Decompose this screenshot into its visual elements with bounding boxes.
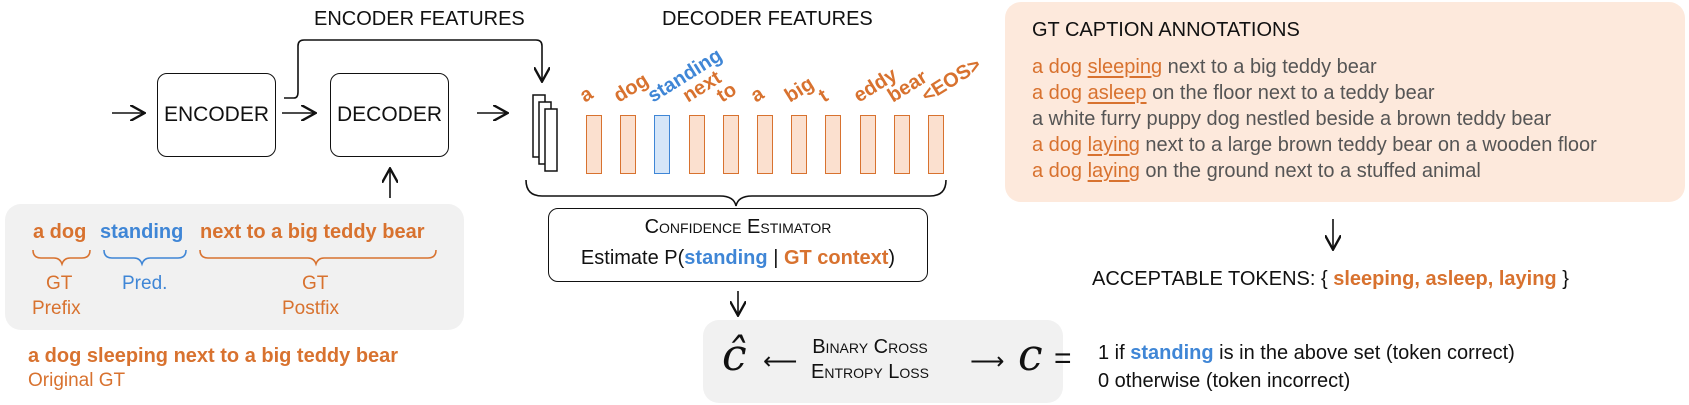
acceptable-close: } bbox=[1562, 268, 1569, 290]
original-gt-text: a dog sleeping next to a big teddy bear bbox=[28, 345, 399, 367]
loss-line-1: Binary Cross bbox=[812, 336, 928, 358]
decoder-token-label: a bbox=[575, 82, 597, 108]
caption-prefix: a dog bbox=[1032, 82, 1088, 104]
arrow-right: ⟶ bbox=[970, 348, 1005, 375]
decoder-feature-bar bbox=[654, 115, 671, 174]
confidence-estimator-box bbox=[548, 208, 928, 282]
gt-captions-title: GT CAPTION ANNOTATIONS bbox=[1032, 19, 1300, 41]
decoder-feature-bar bbox=[620, 115, 637, 174]
gt-caption-line: a dog laying next to a large brown teddy… bbox=[1032, 134, 1597, 157]
loss-rule-1: 1 if standing is in the above set (token… bbox=[1098, 342, 1515, 365]
decoder-feature-bar bbox=[928, 115, 944, 174]
gt-postfix-text: next to a big teddy bear bbox=[200, 221, 425, 243]
estimate-prefix: Estimate P( bbox=[580, 247, 685, 269]
estimate-context: GT context bbox=[783, 247, 889, 269]
original-gt-label: Original GT bbox=[28, 370, 126, 391]
loss-panel bbox=[703, 320, 1063, 403]
caption-highlight-word: laying bbox=[1087, 134, 1140, 156]
caption-prefix: a dog bbox=[1032, 134, 1088, 156]
estimate-suffix: ) bbox=[888, 247, 896, 269]
arrow-left: ⟵ bbox=[763, 348, 798, 375]
caption-rest: on the ground next to a stuffed animal bbox=[1139, 160, 1481, 182]
decoder-feature-bar bbox=[757, 115, 773, 174]
loss-rule-2: 0 otherwise (token incorrect) bbox=[1098, 370, 1351, 392]
decoder-feature-bar bbox=[859, 115, 876, 174]
caption-rest: a white furry puppy dog nestled beside a… bbox=[1032, 108, 1552, 130]
caption-rest: next to a big teddy bear bbox=[1162, 56, 1377, 78]
decoder-feature-bar bbox=[688, 115, 705, 174]
caption-rest: next to a large brown teddy bear on a wo… bbox=[1139, 134, 1597, 156]
caption-prefix: a dog bbox=[1032, 160, 1088, 182]
decoder-token-label: big bbox=[780, 72, 819, 108]
rule1-suffix: is in the above set (token correct) bbox=[1213, 342, 1515, 364]
encoder-block: ENCODER bbox=[157, 73, 276, 157]
rule1-prefix: 1 if bbox=[1098, 342, 1131, 364]
decoder-token-label: t bbox=[815, 84, 833, 108]
decoder-feature-bar bbox=[722, 115, 739, 174]
estimate-separator: | bbox=[773, 247, 779, 269]
caption-highlight-word: sleeping bbox=[1087, 56, 1163, 78]
gt-postfix-label-1: GT bbox=[302, 273, 329, 294]
encoder-features-label: ENCODER FEATURES bbox=[314, 8, 525, 30]
gt-prefix-label-2: Prefix bbox=[32, 298, 81, 319]
gt-postfix-label-2: Postfix bbox=[282, 298, 340, 319]
caption-highlight-word: asleep bbox=[1087, 82, 1147, 104]
acceptable-tokens-line: ACCEPTABLE TOKENS: { sleeping, asleep, l… bbox=[1092, 268, 1569, 291]
confidence-estimate-line: Estimate P(standing | GT context) bbox=[548, 247, 928, 270]
decoder-block: DECODER bbox=[330, 73, 449, 157]
decoder-token-label: <EOS> bbox=[917, 53, 986, 108]
decoder-token-label: a bbox=[746, 82, 768, 108]
pred-label: Pred. bbox=[122, 273, 168, 294]
decoder-feature-bar bbox=[825, 115, 842, 174]
confidence-estimator-title: Confidence Estimator bbox=[644, 216, 832, 238]
gt-captions-panel bbox=[1005, 2, 1685, 202]
gt-caption-line: a dog laying on the ground next to a stu… bbox=[1032, 160, 1481, 183]
decoder-feature-bar bbox=[791, 115, 808, 174]
caption-highlight-word: laying bbox=[1087, 160, 1140, 182]
rule1-token: standing bbox=[1130, 342, 1214, 364]
loss-line-2: Entropy Loss bbox=[811, 361, 929, 383]
caption-prefix: a dog bbox=[1032, 56, 1088, 78]
decoder-features-label: DECODER FEATURES bbox=[662, 8, 873, 30]
c-symbol: c bbox=[1018, 330, 1043, 381]
gt-caption-line: a dog asleep on the floor next to a tedd… bbox=[1032, 82, 1435, 105]
acceptable-label: ACCEPTABLE TOKENS: { bbox=[1092, 268, 1328, 290]
acceptable-token-list: sleeping, asleep, laying bbox=[1333, 268, 1557, 290]
gt-prefix-label-1: GT bbox=[46, 273, 73, 294]
pred-token-text: standing bbox=[100, 221, 184, 243]
caption-rest: on the floor next to a teddy bear bbox=[1146, 82, 1435, 104]
equals-sign: = bbox=[1054, 342, 1072, 375]
estimate-token: standing bbox=[684, 247, 768, 269]
c-hat-symbol: ĉ bbox=[722, 330, 747, 381]
decoder-feature-bar bbox=[893, 115, 910, 174]
input-panel bbox=[5, 204, 464, 330]
decoder-feature-bar bbox=[586, 115, 602, 174]
gt-prefix-text: a dog bbox=[33, 221, 87, 243]
gt-caption-line: a white furry puppy dog nestled beside a… bbox=[1032, 108, 1551, 131]
gt-caption-line: a dog sleeping next to a big teddy bear bbox=[1032, 56, 1377, 79]
